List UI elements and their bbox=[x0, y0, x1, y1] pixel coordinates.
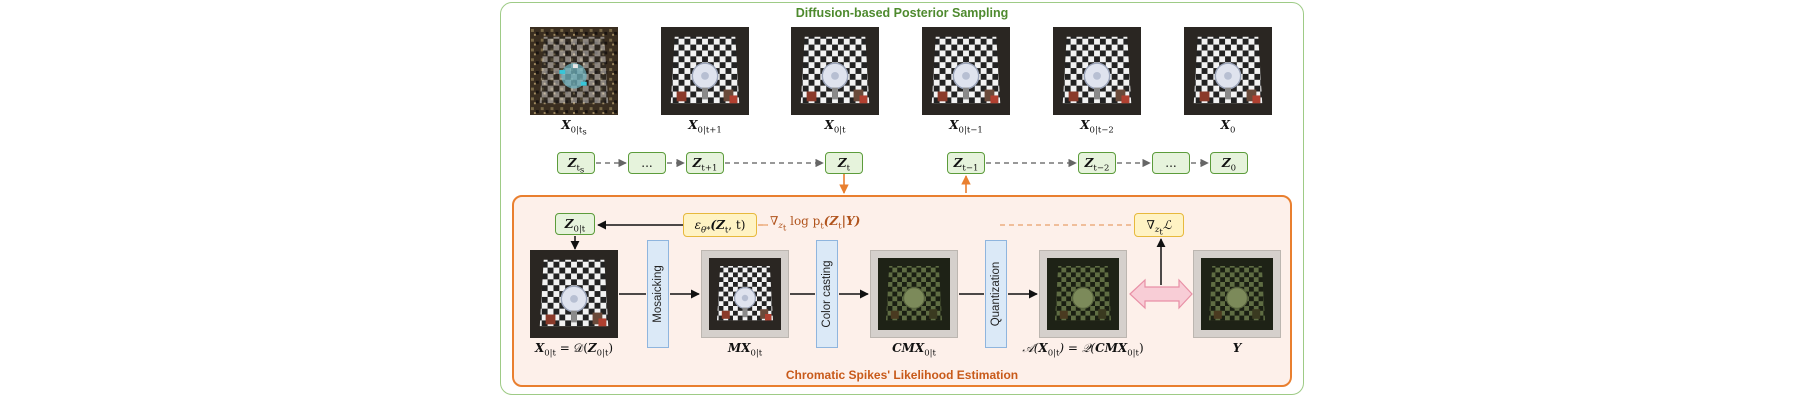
noise-predictor-box: εθ*(Zt, t) bbox=[683, 213, 757, 237]
latent-z-ts: Zts bbox=[557, 152, 595, 176]
image-x0-t bbox=[791, 27, 879, 115]
latent-ellipsis-2: ... bbox=[1152, 152, 1190, 174]
quantization-operator: Quantization bbox=[985, 240, 1007, 348]
image-decoded-x0-t bbox=[530, 250, 618, 338]
label-x0-t-plus-1: X0|t+1 bbox=[688, 118, 722, 136]
loss-symbol: ℒ bbox=[1157, 288, 1167, 303]
image-x0-ts bbox=[530, 27, 618, 115]
label-x0: X0 bbox=[1220, 118, 1236, 136]
latent-ellipsis-1: ... bbox=[628, 152, 666, 174]
image-x0 bbox=[1184, 27, 1272, 115]
image-measurement-y bbox=[1193, 250, 1281, 338]
label-measurement-y: Y bbox=[1232, 341, 1242, 355]
label-x0-ts: X0|ts bbox=[561, 118, 587, 139]
label-color-cast: CMX0|t bbox=[892, 341, 936, 359]
label-x0-t-minus-1: X0|t−1 bbox=[949, 118, 983, 136]
latent-z-t: Zt bbox=[825, 152, 863, 174]
color-casting-operator: Color casting bbox=[816, 240, 838, 348]
label-quantized: 𝒜(X0|t) = 𝒬(CMX0|t) bbox=[1022, 341, 1144, 359]
image-mosaicked bbox=[701, 250, 789, 338]
latent-z-0-given-t: Z0|t bbox=[555, 213, 595, 235]
label-x0-t: X0|t bbox=[824, 118, 846, 136]
posterior-sampling-title: Diffusion-based Posterior Sampling bbox=[795, 6, 1009, 20]
latent-z-t-minus-1: Zt−1 bbox=[947, 152, 985, 174]
score-gradient-label: ∇zt log pt(Zt|Y) bbox=[770, 214, 861, 235]
image-x0-t-plus-1 bbox=[661, 27, 749, 115]
mosaicking-operator: Mosaicking bbox=[647, 240, 669, 348]
image-x0-t-minus-2 bbox=[1053, 27, 1141, 115]
label-x0-t-minus-2: X0|t−2 bbox=[1080, 118, 1114, 136]
likelihood-estimation-title: Chromatic Spikes' Likelihood Estimation bbox=[785, 368, 1019, 382]
image-color-cast bbox=[870, 250, 958, 338]
loss-gradient-box: ∇ztℒ bbox=[1134, 213, 1184, 238]
label-decoded: X0|t = 𝒟(Z0|t) bbox=[534, 341, 614, 359]
image-x0-t-minus-1 bbox=[922, 27, 1010, 115]
latent-z-t-plus-1: Zt+1 bbox=[686, 152, 724, 174]
latent-z-0: Z0 bbox=[1210, 152, 1248, 174]
latent-z-t-minus-2: Zt−2 bbox=[1078, 152, 1116, 174]
label-mosaicked: MX0|t bbox=[727, 341, 763, 359]
image-quantized bbox=[1039, 250, 1127, 338]
